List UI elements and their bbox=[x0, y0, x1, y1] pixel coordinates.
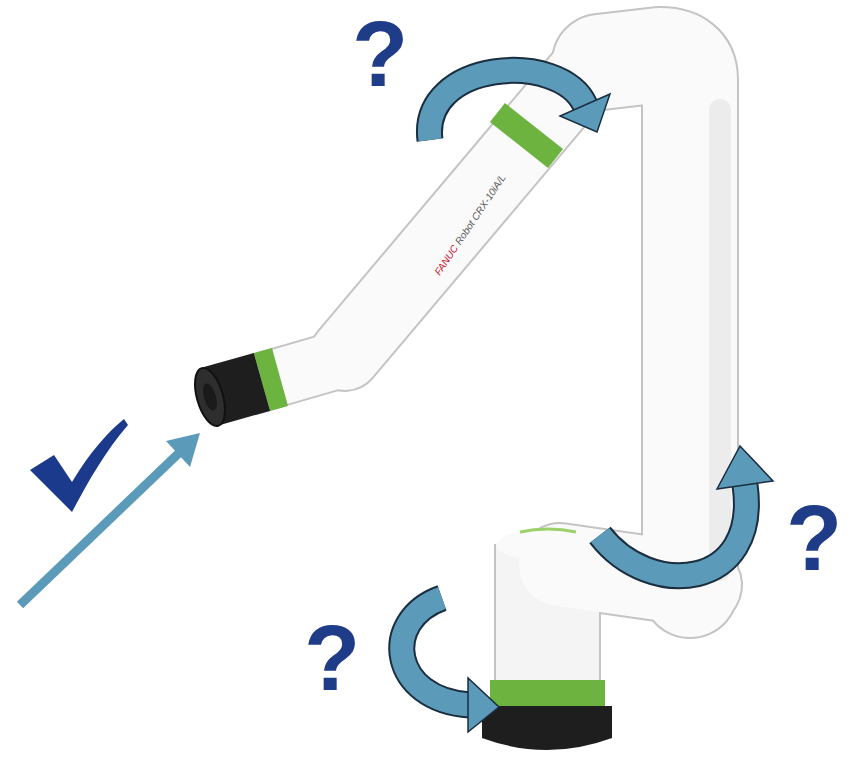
rotation-arrow-elbow bbox=[429, 70, 610, 140]
base-green-band bbox=[490, 680, 605, 706]
flange-face bbox=[189, 365, 231, 430]
question-mark-holder: ? bbox=[352, 8, 408, 100]
base-top bbox=[496, 529, 600, 561]
question-mark-holder: ? bbox=[786, 492, 842, 584]
forearm-fill bbox=[345, 62, 592, 355]
arrow-head bbox=[468, 678, 499, 732]
question-mark: ? bbox=[786, 492, 842, 584]
wrist-green-band bbox=[262, 377, 280, 382]
wrist bbox=[262, 358, 345, 382]
robot-fill-layer bbox=[262, 55, 700, 590]
upper-arm-fill bbox=[600, 55, 690, 590]
arrow-body bbox=[429, 70, 585, 140]
arm-shading bbox=[709, 110, 731, 570]
base-foot bbox=[482, 706, 612, 750]
arrow-head bbox=[166, 433, 200, 467]
rotation-arrow-base bbox=[402, 598, 499, 732]
arrow-head bbox=[717, 446, 773, 489]
question-mark: ? bbox=[304, 612, 360, 704]
question-mark: ? bbox=[352, 8, 408, 100]
flange-center bbox=[200, 382, 219, 412]
arrow-edge bbox=[429, 70, 585, 140]
check-mark bbox=[30, 419, 128, 512]
arrow-edge bbox=[600, 485, 746, 576]
arrow-body bbox=[402, 598, 470, 705]
robot-outline-layer bbox=[262, 55, 700, 590]
upper-arm bbox=[600, 55, 690, 590]
rotation-arrow-shoulder bbox=[600, 446, 773, 576]
approach-arrow bbox=[20, 433, 200, 605]
arrow-head bbox=[560, 94, 610, 132]
arrow-body bbox=[600, 485, 746, 576]
question-mark-holder: ? bbox=[304, 612, 360, 704]
base-top-ring bbox=[520, 529, 576, 532]
elbow-green-band bbox=[519, 126, 534, 145]
wrist-fill bbox=[262, 358, 345, 382]
arrow-edge bbox=[402, 598, 470, 705]
forearm bbox=[345, 62, 592, 355]
